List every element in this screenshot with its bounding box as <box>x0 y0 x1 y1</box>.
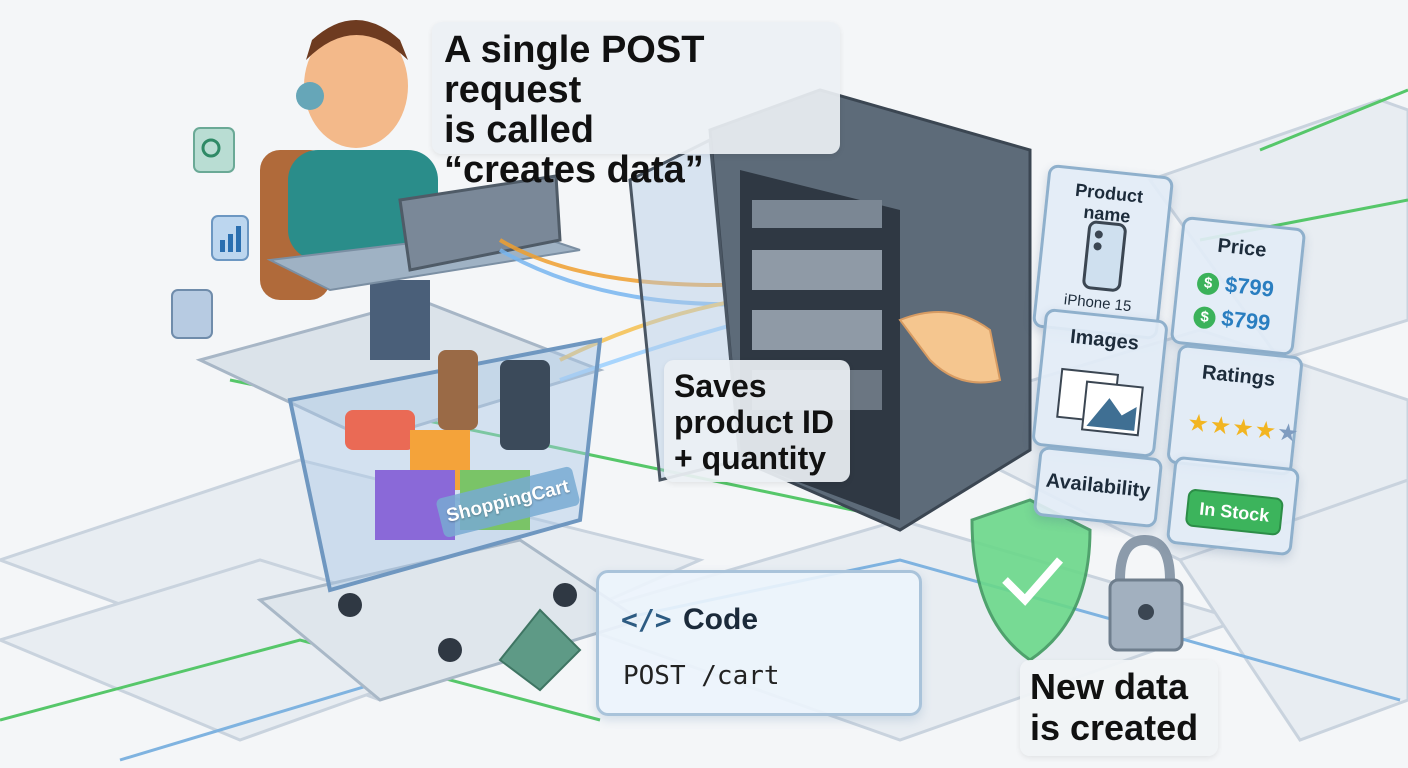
price-card: Price $$799 $$799 <box>1170 216 1307 356</box>
saves-line-1: Saves <box>674 368 840 404</box>
code-line: POST /cart <box>623 661 780 691</box>
ratings-title: Ratings <box>1178 359 1300 394</box>
star-icon: ★ <box>1231 414 1256 443</box>
saves-line-2: product ID <box>674 404 840 440</box>
price-value-1: $799 <box>1224 272 1275 302</box>
new-data-line-2: is created <box>1030 707 1208 748</box>
availability-card: Availability <box>1033 446 1164 529</box>
padlock-icon <box>1110 540 1182 650</box>
search-icon <box>194 128 234 172</box>
bar-chart-icon <box>212 216 248 260</box>
new-data-callout: New data is created <box>1020 660 1218 756</box>
stock-card: In Stock <box>1166 456 1301 557</box>
headline-line-3: “creates data” <box>444 150 828 190</box>
star-icon: ★ <box>1208 412 1233 441</box>
code-brackets-icon: </> <box>621 603 672 636</box>
star-empty-icon: ★ <box>1276 419 1301 448</box>
in-stock-badge: In Stock <box>1185 488 1284 536</box>
price-value-2: $799 <box>1220 306 1271 336</box>
headline-callout: A single POST request is called “creates… <box>432 22 840 154</box>
availability-title: Availability <box>1038 469 1158 504</box>
image-gallery-icon <box>1054 363 1149 442</box>
code-panel: </> Code POST /cart <box>596 570 922 716</box>
headline-line-2: is called <box>444 110 828 150</box>
phone-icon <box>1079 219 1130 293</box>
document-icon <box>172 290 212 338</box>
price-row-2: $$799 <box>1192 303 1271 337</box>
price-row-1: $$799 <box>1196 269 1275 303</box>
images-card: Images <box>1031 308 1169 458</box>
star-icon: ★ <box>1186 409 1211 438</box>
saves-line-3: + quantity <box>674 440 840 476</box>
dollar-coin-icon: $ <box>1192 306 1216 330</box>
code-title: Code <box>683 603 758 637</box>
dollar-coin-icon: $ <box>1196 272 1220 296</box>
star-rating: ★★★★★ <box>1186 408 1301 449</box>
price-title: Price <box>1182 231 1302 266</box>
person-illustration <box>288 20 438 360</box>
new-data-line-1: New data <box>1030 666 1208 707</box>
saves-callout: Saves product ID + quantity <box>664 360 850 482</box>
star-icon: ★ <box>1253 416 1278 445</box>
images-title: Images <box>1045 323 1165 358</box>
headline-line-1: A single POST request <box>444 30 828 110</box>
